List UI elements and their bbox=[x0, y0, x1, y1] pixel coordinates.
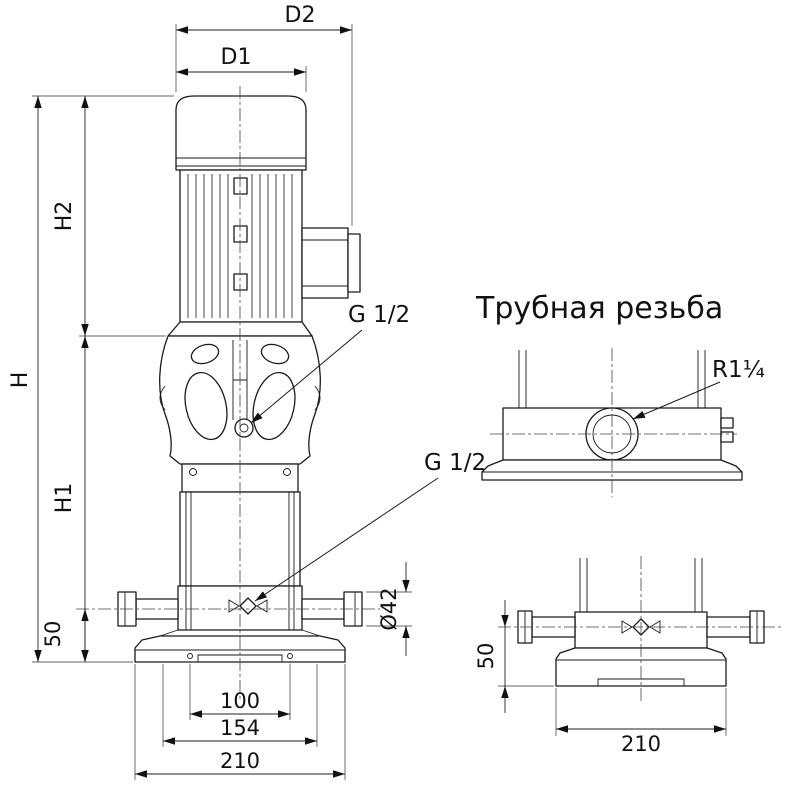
centerlines bbox=[76, 86, 782, 702]
motor-body bbox=[179, 169, 303, 323]
dim-label-h: H bbox=[8, 372, 33, 389]
dim-label-side-210: 210 bbox=[621, 732, 661, 756]
drain-plug bbox=[239, 597, 257, 615]
dim-label-h2: H2 bbox=[52, 201, 77, 232]
dim-label-d1: D1 bbox=[221, 45, 252, 70]
vent-plug bbox=[234, 418, 254, 438]
motor-fan-cover bbox=[175, 95, 307, 171]
dim-label-pipe-od: Ø42 bbox=[377, 587, 401, 630]
dim-label-210: 210 bbox=[220, 749, 260, 773]
dim-label-154: 154 bbox=[220, 716, 260, 740]
dim-label-100: 100 bbox=[220, 689, 260, 713]
section-title: Трубная резьба bbox=[475, 291, 723, 326]
dim-label-d2: D2 bbox=[285, 3, 316, 28]
dim-label-h1: H1 bbox=[52, 483, 77, 514]
dimension-labels: D2 D1 H2 H H1 50 G 1/2 G 1/2 Ø42 100 154… bbox=[8, 3, 765, 773]
thread-label-bottom: G 1/2 bbox=[424, 450, 486, 476]
thread-label-top: G 1/2 bbox=[348, 302, 410, 328]
lantern-window bbox=[252, 371, 296, 441]
lantern-window bbox=[184, 371, 228, 441]
dim-label-50: 50 bbox=[41, 621, 65, 648]
terminal-box bbox=[301, 227, 349, 299]
dimension-lines bbox=[32, 24, 727, 780]
dim-label-side-50: 50 bbox=[474, 643, 498, 670]
thread-label-side: R1¼ bbox=[712, 357, 765, 383]
